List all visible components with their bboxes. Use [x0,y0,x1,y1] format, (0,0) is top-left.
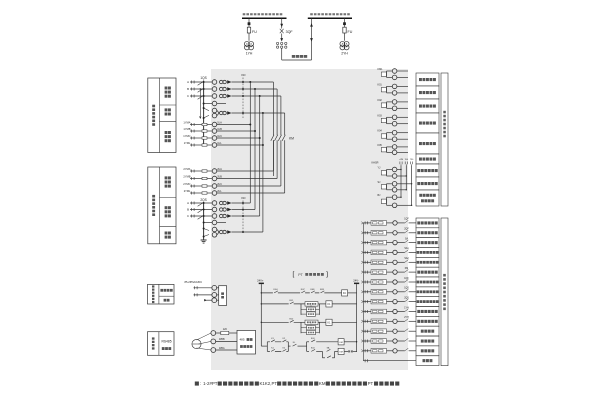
svg-text:2UL: 2UL [217,190,222,193]
svg-text:2YMC: 2YMC [183,182,190,186]
svg-text:2YH: 2YH [404,317,409,319]
svg-text:K1: K1 [328,322,332,325]
svg-text:1YML: 1YML [184,141,191,145]
svg-text:1YH: 1YH [404,307,409,309]
svg-text:BJ: BJ [378,194,382,197]
svg-text:KM: KM [339,352,342,354]
svg-text:KM: KM [289,137,294,141]
svg-text:C: C [187,214,189,218]
svg-text:KM: KM [405,268,409,270]
svg-text:K03: K03 [378,114,383,117]
svg-text:1QF: 1QF [404,278,409,280]
svg-text:PT: PT [368,381,374,386]
svg-text:1YH: 1YH [246,52,253,56]
svg-text:+XM: +XM [399,159,404,161]
svg-text:K04: K04 [274,289,279,291]
svg-text:FU: FU [348,30,353,34]
svg-text:1UA: 1UA [217,122,222,125]
svg-text:KL: KL [293,342,296,344]
svg-text:KD: KD [241,73,245,77]
svg-text:SA2: SA2 [404,257,409,260]
svg-text:1YMB: 1YMB [183,127,190,131]
svg-text:1QF: 1QF [404,219,409,221]
svg-text:485A: 485A [219,347,225,350]
svg-text:485: 485 [239,338,244,342]
svg-text:1QS: 1QS [404,288,409,290]
svg-text:K2: K2 [283,338,286,340]
svg-text:K09: K09 [320,289,325,291]
svg-text:K1: K1 [271,338,274,340]
svg-text:2QS: 2QS [404,297,409,299]
svg-text:SA1: SA1 [404,247,409,250]
svg-text:KC: KC [343,292,347,295]
svg-text:2YMA: 2YMA [183,167,190,171]
svg-text::: : [200,381,201,386]
svg-text:2YH: 2YH [341,52,348,56]
svg-text:85-265VAC/DC: 85-265VAC/DC [185,280,203,284]
svg-text:K04: K04 [311,347,315,349]
svg-text:K02: K02 [289,318,294,320]
svg-text:1YMA: 1YMA [183,121,190,125]
svg-text:1QS: 1QS [200,76,206,80]
svg-text:PT: PT [298,273,303,277]
svg-text:K04: K04 [378,130,383,133]
svg-text:700: 700 [405,159,409,161]
svg-text:SJ: SJ [378,181,382,184]
svg-text:FU: FU [252,30,257,34]
svg-text:C: C [187,94,189,98]
svg-text:1-2#PT: 1-2#PT [203,381,218,386]
svg-text:K05: K05 [378,144,383,147]
svg-text:730: 730 [410,159,414,161]
svg-text:2QF: 2QF [404,229,409,231]
svg-text:24V+: 24V+ [257,279,264,283]
svg-text:24V-: 24V- [353,279,359,283]
svg-text:RS485: RS485 [161,340,171,344]
svg-text:B: B [187,208,189,212]
svg-text:1YMC: 1YMC [183,134,190,138]
svg-text:3QF: 3QF [286,30,294,34]
svg-text:K01: K01 [289,300,294,302]
svg-text:K03: K03 [311,338,315,340]
svg-text:SA: SA [327,346,330,349]
svg-text:KM: KM [319,381,326,386]
svg-text:K1: K1 [328,303,332,306]
svg-text:A: A [187,201,189,205]
svg-text:SA: SA [405,237,409,240]
svg-text:A: A [187,80,189,84]
svg-text:KHSR: KHSR [372,161,379,164]
svg-text:2UA: 2UA [217,168,222,171]
svg-text:K2: K2 [283,347,286,349]
svg-text:2YML: 2YML [184,189,191,193]
svg-text:KM: KM [339,342,342,344]
svg-text:120: 120 [223,328,228,331]
svg-text:1UC: 1UC [217,135,222,138]
svg-text:K01: K01 [378,83,383,86]
svg-text:1UB: 1UB [217,128,222,131]
svg-text:1UL: 1UL [217,142,222,145]
svg-text:K02: K02 [378,99,383,102]
svg-text:485B: 485B [219,338,225,341]
svg-text:YJ: YJ [378,167,382,170]
svg-text:KD: KD [241,196,245,200]
svg-text:K1: K1 [271,347,274,349]
svg-text:KM1: KM1 [378,68,384,71]
svg-text:B: B [187,87,189,91]
svg-text:K1K2,PT: K1K2,PT [260,381,278,386]
svg-text:2UC: 2UC [217,183,222,186]
svg-text:2QS: 2QS [200,198,206,202]
svg-text:2UB: 2UB [217,176,222,179]
svg-text:2YMB: 2YMB [183,175,190,179]
svg-text:K08: K08 [310,289,315,291]
svg-text:K07: K07 [301,289,306,291]
